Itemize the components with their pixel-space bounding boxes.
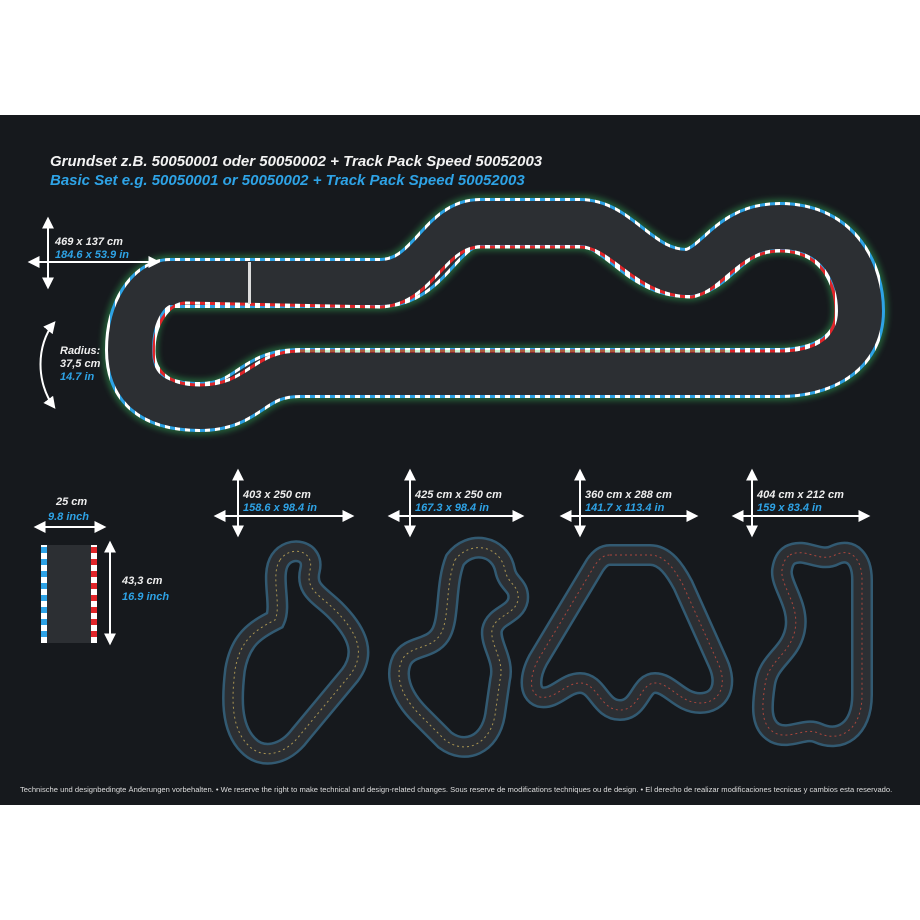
start-finish-line [248,262,251,304]
title-english: Basic Set e.g. 50050001 or 50050002 + Tr… [50,172,525,189]
track-segment [33,521,116,646]
layout-2-track [387,468,530,758]
layout-1-size-cm: 403 x 250 cm [243,489,311,501]
layout-2-size-in: 167.3 x 98.4 in [415,502,489,514]
segment-width-inch: 9.8 inch [48,511,89,523]
curb-inner [152,245,838,387]
layout-1-track [213,468,370,765]
layout-3-size-in: 141.7 x 113.4 in [585,502,665,514]
segment-length-cm: 43,3 cm [122,575,163,587]
layout-3-track [520,468,734,722]
layout-3-size-cm: 360 cm x 288 cm [585,489,672,501]
layout-4-size-cm: 404 cm x 212 cm [757,489,844,501]
layout-1-size-in: 158.6 x 98.4 in [243,502,317,514]
disclaimer-footer: Technische und designbedingte Änderungen… [20,785,893,794]
main-size-in: 184.6 x 53.9 in [55,249,129,261]
segment-width-cm: 25 cm [56,496,88,508]
track-layout-sheet: Grundset z.B. 50050001 oder 50050002 + T… [0,115,920,805]
main-dimension-arrows [27,216,161,409]
track-graphics [27,195,889,765]
layout-4-size-in: 159 x 83.4 in [757,502,822,514]
radius-cm: 37,5 cm [60,358,101,370]
main-track [101,195,889,436]
radius-in: 14.7 in [60,371,95,383]
layout-4-track [731,468,873,748]
track-surface [107,201,883,430]
layout-2-size-cm: 425 cm x 250 cm [415,489,502,501]
title-german: Grundset z.B. 50050001 oder 50050002 + T… [50,153,543,170]
main-size-cm: 469 x 137 cm [55,236,123,248]
segment-length-inch: 16.9 inch [122,591,170,603]
radius-label: Radius: [60,345,101,357]
